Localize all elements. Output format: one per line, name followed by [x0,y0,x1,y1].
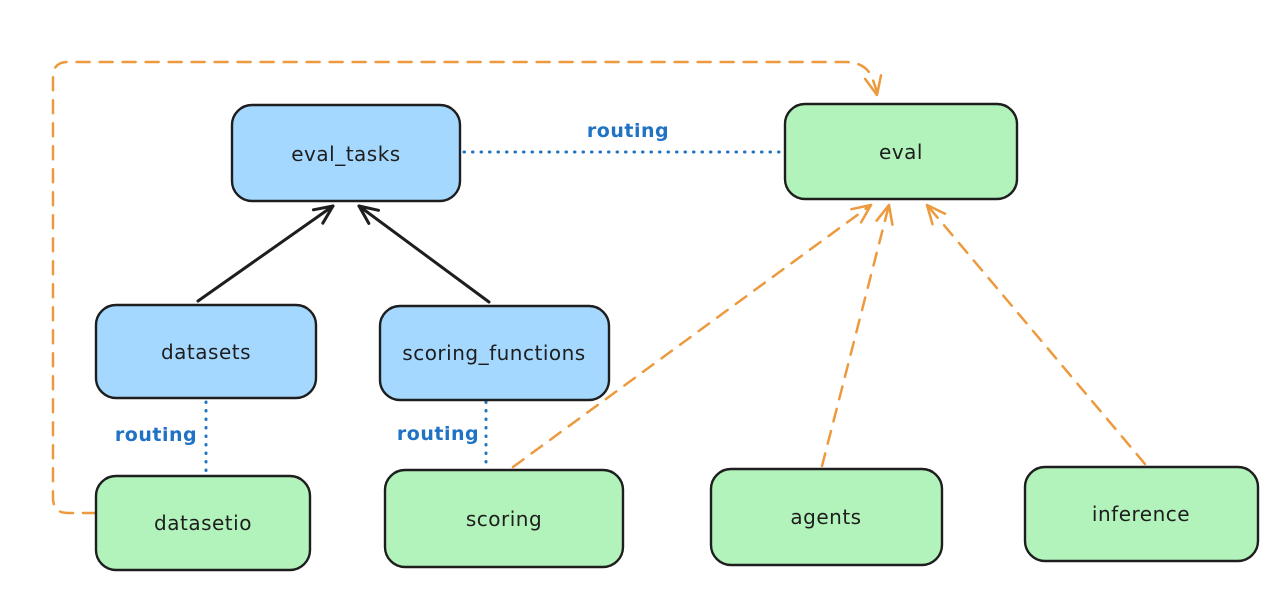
node-scoring_functions: scoring_functions [378,304,611,402]
arrowhead-agents-to-eval [875,203,894,226]
arrowhead-scoring_functions-to-eval_tasks [357,204,380,225]
arrowhead-inference-to-eval [925,203,947,226]
edge-agents-to-eval [820,203,891,468]
routing-label-scoring_functions-scoring: routing [397,423,479,445]
node-eval: eval [783,102,1019,201]
arrowhead-datasetio-to-eval-loop [863,74,883,97]
node-agents: agents [709,467,944,567]
node-eval_tasks-box [230,103,462,203]
node-scoring: scoring [383,468,625,569]
node-datasets: datasets [94,303,318,400]
arrowhead-scoring-to-eval [850,203,873,224]
node-eval_tasks: eval_tasks [230,103,462,203]
node-agents-label: agents [790,505,861,529]
node-scoring-label: scoring [466,507,542,531]
node-scoring_functions-label: scoring_functions [402,341,585,365]
edge-datasetio-to-eval-loop [51,60,879,515]
node-scoring_functions-box [378,304,611,402]
edges-layer [51,60,1147,515]
node-eval-box [783,102,1019,201]
node-inference-box [1023,465,1260,563]
arrowhead-datasets-to-eval_tasks [311,204,335,225]
edge-datasets-to-eval_tasks [196,204,335,303]
node-inference: inference [1023,465,1260,563]
node-datasetio-label: datasetio [154,511,252,535]
node-datasets-label: datasets [161,340,251,364]
node-datasets-box [94,303,318,400]
edge-inference-to-eval [925,203,1147,466]
node-eval_tasks-label: eval_tasks [291,142,400,166]
node-eval-label: eval [879,140,923,164]
edge-scoring_functions-to-eval_tasks [357,204,491,304]
routing-label-eval_tasks-eval: routing [587,120,669,142]
node-datasetio-box [94,474,312,572]
edge-scoring-to-eval [511,203,873,469]
node-scoring-box [383,468,625,569]
node-datasetio: datasetio [94,474,312,572]
node-inference-label: inference [1092,502,1190,526]
node-agents-box [709,467,944,567]
routing-label-datasets-datasetio: routing [115,424,197,446]
